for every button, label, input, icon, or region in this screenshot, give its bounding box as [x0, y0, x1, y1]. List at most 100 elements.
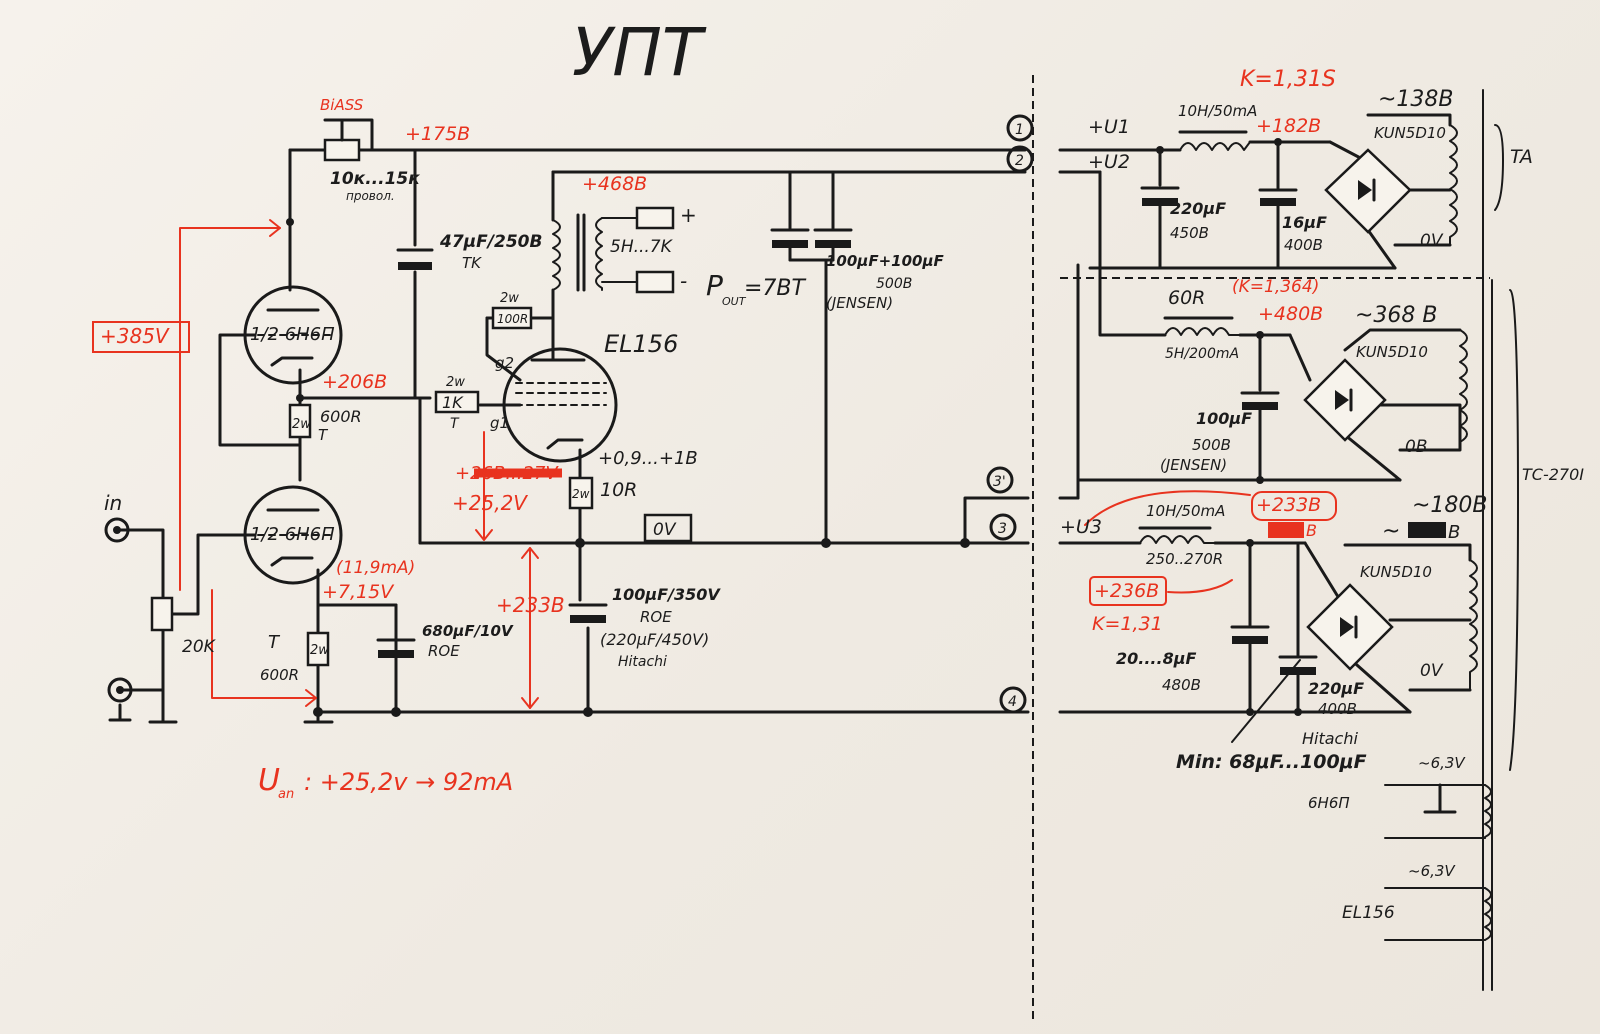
pot-20k-label: 20K	[182, 637, 217, 657]
mid-2w-label: 2w	[292, 417, 311, 432]
ta-bracket	[1494, 124, 1504, 211]
junction	[583, 707, 593, 717]
mid-600r-label: 600R	[320, 407, 362, 426]
c47-type: TK	[462, 254, 482, 272]
node-1	[1006, 114, 1034, 142]
g2-label: g2	[495, 354, 514, 372]
wire-pot-wiper	[170, 533, 257, 616]
transformer-impedance: 5H...7K	[610, 237, 674, 257]
red-arrow-236	[1167, 579, 1233, 594]
choke3-r-label: 250..270R	[1146, 550, 1223, 568]
junction	[1294, 708, 1302, 716]
c20-value: 20....8μF	[1116, 649, 1196, 668]
heater1-label: ~6,3V	[1418, 754, 1466, 772]
output-transformer-secondary	[595, 217, 603, 291]
junction	[296, 394, 304, 402]
v252-label: +25,2V	[452, 491, 528, 515]
choke2-label: 5H/200mA	[1165, 346, 1239, 362]
v175-label: +175B	[405, 123, 470, 145]
c220-450-value: 220μF	[1170, 199, 1226, 218]
bridge3-label: KUN5D10	[1360, 563, 1432, 581]
ac3b-tail: B	[1448, 522, 1460, 543]
resistor-10r-cathode	[568, 476, 594, 510]
grid-t-label: T	[450, 416, 460, 432]
in-label: in	[104, 491, 122, 515]
ua-label: U	[258, 763, 280, 798]
k-2w-label: 2w	[572, 487, 590, 501]
capacitor-100uf-500v	[1240, 391, 1280, 410]
redacted-black-mark	[1408, 522, 1446, 538]
v233b-label: +233B	[1256, 494, 1321, 516]
choke1-label: 10H/50mA	[1178, 102, 1257, 120]
c100-350-value: 100μF/350V	[612, 585, 721, 604]
choke3-label: 10H/50mA	[1146, 502, 1225, 520]
zero3-label: 0V	[1420, 661, 1444, 681]
wire-supply2-out	[1098, 263, 1167, 337]
tube-6n6p-upper	[243, 285, 343, 385]
pout-sub: OUT	[722, 295, 747, 308]
red-arrowhead	[269, 219, 281, 237]
b-tail-label: B	[1306, 521, 1317, 540]
red-box-236	[1089, 576, 1167, 606]
heater1-tube: 6Н6П	[1308, 794, 1350, 812]
capacitor-47uf	[396, 248, 434, 270]
pout-value: =7BT	[744, 276, 807, 301]
c100-100-value: 100μF+100μF	[826, 252, 945, 270]
capacitor-100uf-b	[813, 228, 853, 248]
speaker-terminal-minus	[635, 270, 675, 294]
wire-ac3-top	[1343, 543, 1472, 562]
choke2-r-label: 60R	[1168, 287, 1205, 309]
cath-600r-label: 600R	[260, 666, 299, 684]
junction	[821, 538, 831, 548]
input-jack-ground	[107, 677, 133, 703]
node-4-label: 4	[1008, 694, 1017, 710]
capacitor-680uf	[376, 638, 416, 658]
red-arrowhead	[521, 697, 539, 709]
red-arrow-233b	[1084, 490, 1251, 526]
node-3-label: 3	[998, 521, 1007, 537]
tc-winding-2	[1469, 559, 1478, 691]
choke-2	[1164, 327, 1241, 336]
page-title: УПТ	[572, 14, 707, 91]
heater-winding-1	[1484, 784, 1492, 839]
junction	[960, 538, 970, 548]
junction	[313, 707, 323, 717]
input-jack	[104, 517, 130, 543]
v715-label: +7,15V	[322, 581, 395, 603]
g2-2w-label: 2w	[500, 291, 519, 306]
capacitor-100uf-a	[770, 228, 810, 248]
c220-400-brand: Hitachi	[1302, 729, 1358, 748]
mid-t-label: T	[318, 426, 329, 444]
k-10r-label: 10R	[600, 479, 637, 501]
capacitor-20uf	[1230, 625, 1270, 644]
wire-g2	[485, 316, 522, 382]
c20-volt: 480B	[1162, 676, 1201, 694]
heater2-label: ~6,3V	[1408, 862, 1456, 880]
cmin-label: Min: 68μF...100μF	[1176, 751, 1367, 773]
heater-winding-2	[1484, 887, 1492, 941]
bridge1-label: KUN5D10	[1374, 124, 1446, 142]
junction	[575, 538, 585, 548]
choke-1	[1179, 141, 1251, 151]
wire-bridge2-in	[1288, 333, 1312, 382]
junction	[1256, 331, 1264, 339]
c100-100-volt: 500B	[876, 276, 912, 292]
u1-label: +U1	[1088, 116, 1130, 138]
k131-label: K=1,31	[1092, 613, 1163, 635]
speaker-minus: -	[680, 269, 687, 293]
v09-label: +0,9...+1B	[598, 448, 698, 469]
bridge-rectifier-1	[1324, 148, 1412, 234]
bias-pot-note: провол.	[346, 189, 395, 203]
capacitor-16uf	[1258, 188, 1298, 206]
red-arrow-385	[179, 227, 281, 591]
red-arrow-385-lower	[211, 589, 317, 699]
v182-label: +182B	[1256, 115, 1321, 137]
grid-1k-label: 1K	[442, 393, 464, 412]
tube-el156	[502, 347, 618, 463]
v480-label: +480B	[1258, 303, 1323, 325]
heater2-tube: EL156	[1342, 903, 1395, 923]
junction	[286, 218, 294, 226]
c100-500-value: 100μF	[1196, 409, 1252, 428]
pout-label: P	[706, 269, 723, 302]
